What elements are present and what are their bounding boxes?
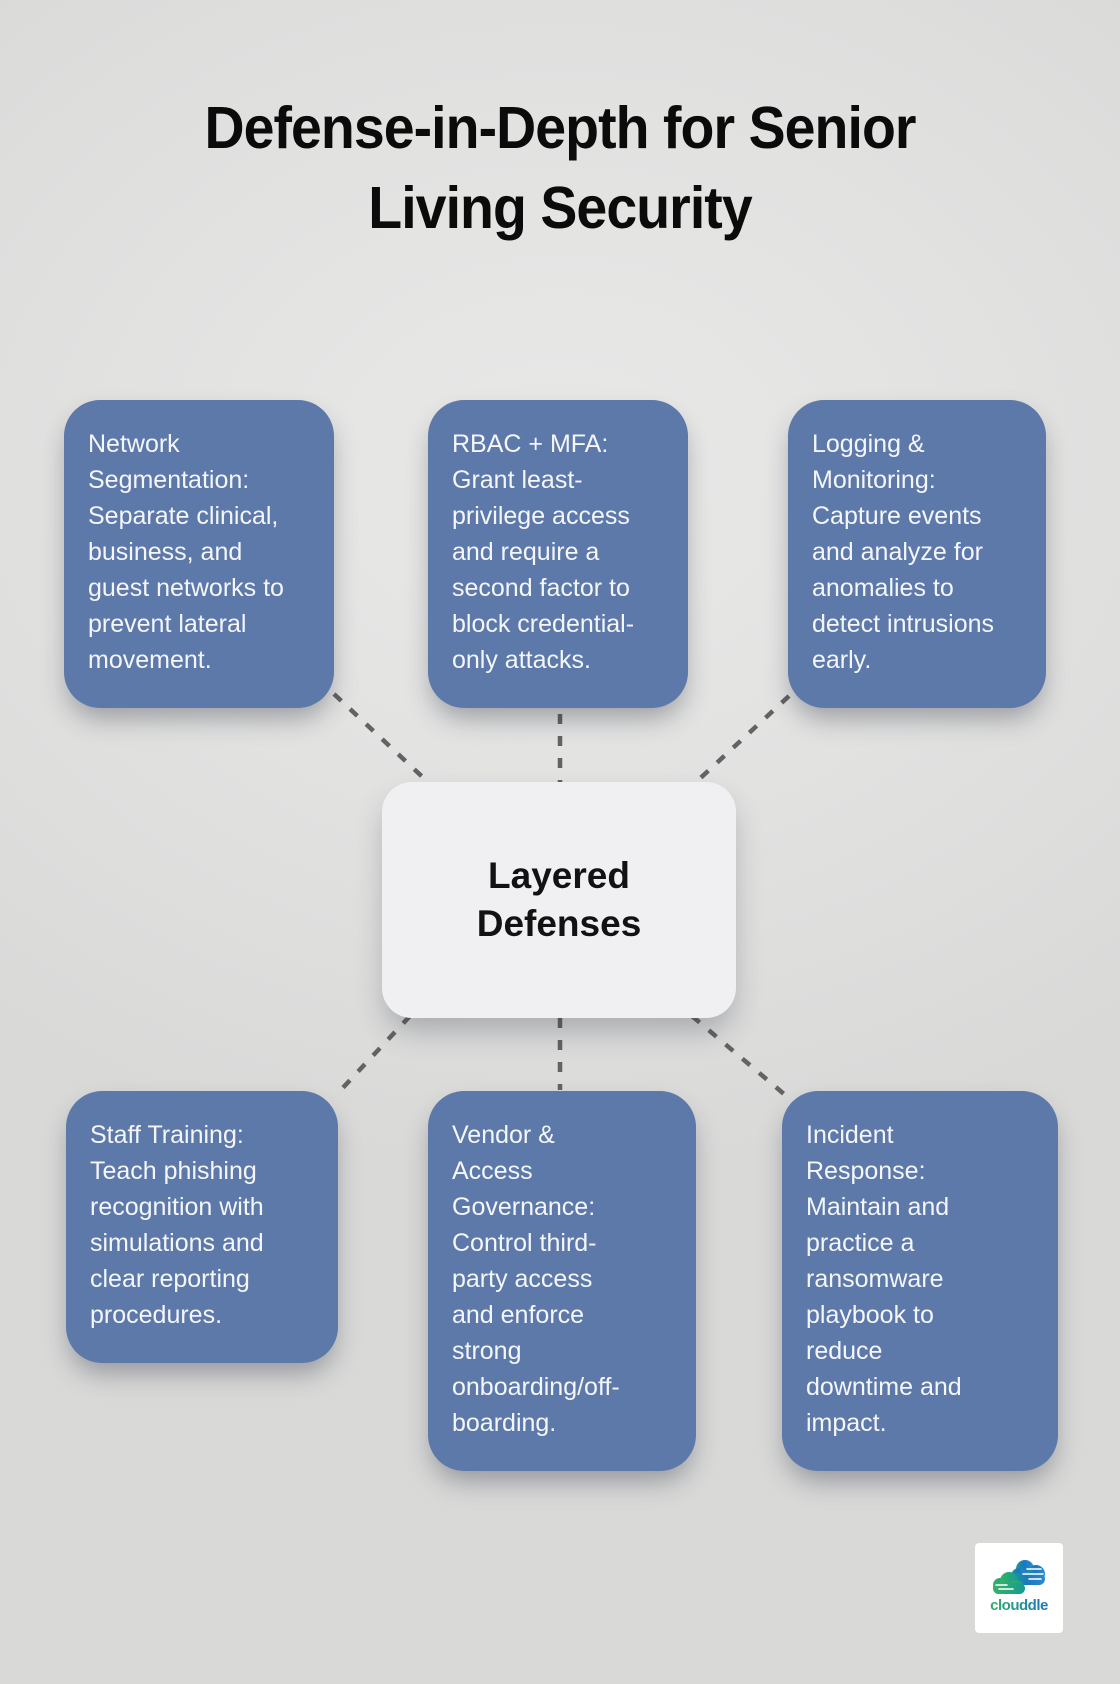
node-card-rbac-mfa: RBAC + MFA: Grant least-privilege access… — [428, 400, 688, 708]
node-text: Incident Response: Maintain and practice… — [806, 1121, 962, 1437]
center-node-label: Layered Defenses — [476, 854, 642, 944]
connector-top-left — [332, 692, 432, 786]
connector-bottom-left — [336, 1014, 412, 1095]
node-card-network-segmentation: Network Segmentation: Separate clinical,… — [64, 400, 334, 708]
clouddle-logo-text: clouddle — [990, 1597, 1048, 1614]
cloud-icon: clouddle — [990, 1560, 1048, 1614]
node-text: Network Segmentation: Separate clinical,… — [88, 430, 284, 674]
node-card-staff-training: Staff Training: Teach phishing recogniti… — [66, 1091, 338, 1363]
connector-top-right — [692, 694, 791, 786]
node-card-logging-monitoring: Logging & Monitoring: Capture events and… — [788, 400, 1046, 708]
node-text: Staff Training: Teach phishing recogniti… — [90, 1121, 264, 1329]
page-title: Defense-in-Depth for Senior Living Secur… — [204, 95, 916, 242]
node-card-vendor-access-governance: Vendor & Access Governance: Control thir… — [428, 1091, 696, 1471]
node-card-incident-response: Incident Response: Maintain and practice… — [782, 1091, 1058, 1471]
connector-bottom-right — [690, 1014, 786, 1096]
node-text: Logging & Monitoring: Capture events and… — [812, 430, 995, 674]
clouddle-logo: clouddle — [975, 1543, 1063, 1633]
node-text: Vendor & Access Governance: Control thir… — [452, 1121, 620, 1437]
node-text: RBAC + MFA: Grant least-privilege access… — [452, 430, 635, 674]
center-node-layered-defenses: Layered Defenses — [382, 782, 736, 1018]
